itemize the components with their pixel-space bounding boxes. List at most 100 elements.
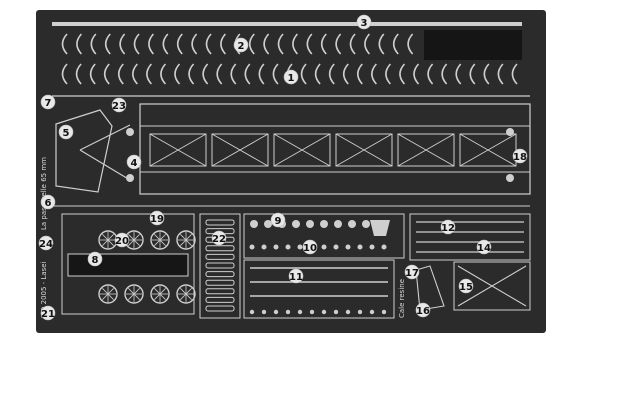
chevron-part (300, 63, 307, 85)
truss-cross (459, 133, 517, 167)
chevron-part (188, 63, 195, 85)
chevron-part (385, 63, 392, 85)
chevron-part (104, 33, 111, 55)
chevron-part (205, 33, 212, 55)
chevron-part (497, 63, 504, 85)
chevron-part (244, 63, 251, 85)
callout-9: 9 (270, 212, 286, 228)
dot-part (333, 309, 339, 315)
callout-2: 2 (233, 37, 249, 53)
rung (205, 288, 235, 295)
chevron-part (378, 33, 385, 55)
dot-part (297, 309, 303, 315)
callout-20: 20 (114, 232, 130, 248)
svg-text:23: 23 (112, 101, 126, 112)
chevron-part (314, 63, 321, 85)
dot-part (261, 309, 267, 315)
truss-panel (149, 133, 207, 167)
callout-10: 10 (302, 239, 318, 255)
chevron-part (511, 63, 518, 85)
block-lower-left (61, 213, 195, 315)
dot-part (261, 244, 267, 250)
chevron-part (272, 63, 279, 85)
callout-11: 11 (288, 268, 304, 284)
wheel-spoke (154, 234, 166, 246)
wheel (176, 284, 196, 304)
chevron-part (483, 63, 490, 85)
dot-part (321, 309, 327, 315)
dot-part (273, 309, 279, 315)
rung-parts (205, 219, 235, 312)
wheel-spoke (102, 288, 114, 300)
svg-text:4: 4 (131, 158, 138, 169)
chevron-part (61, 63, 68, 85)
gangway-frame (139, 103, 531, 195)
callout-8: 8 (87, 251, 103, 267)
dot-part (369, 244, 375, 250)
chevron-part (75, 63, 82, 85)
chevron-parts (61, 33, 518, 85)
svg-text:5: 5 (63, 128, 70, 139)
chevron-part (191, 33, 198, 55)
rod-parts (249, 267, 388, 315)
gangway-truss (126, 128, 517, 182)
truss-panel (211, 133, 269, 167)
rung (205, 245, 235, 252)
rung (205, 219, 235, 226)
chevron-part (277, 33, 284, 55)
callout-6: 6 (40, 194, 56, 210)
chevron-part (392, 33, 399, 55)
dot-part (381, 309, 387, 315)
dot-part (250, 220, 258, 228)
chevron-part (103, 63, 110, 85)
dot-part (348, 220, 356, 228)
callout-23: 23 (111, 97, 127, 113)
side-label-bottom: MD 2005 - Lasei (40, 261, 48, 318)
rod-parts-12-14 (416, 221, 524, 253)
wheel-spoke (180, 234, 192, 246)
truss-end (126, 174, 134, 182)
dot-part (333, 244, 339, 250)
svg-text:19: 19 (150, 214, 164, 225)
chevron-part (220, 33, 227, 55)
dot-part (297, 244, 303, 250)
dot-part (292, 220, 300, 228)
chevron-part (364, 33, 371, 55)
block-part-22 (199, 213, 241, 319)
wheel-spoke (154, 288, 166, 300)
svg-text:1: 1 (288, 73, 295, 84)
wheel (124, 284, 144, 304)
svg-text:8: 8 (92, 255, 99, 266)
truss-panel (273, 133, 331, 167)
block-dots (243, 213, 405, 259)
svg-text:2: 2 (238, 41, 245, 52)
callout-16: 16 (415, 302, 431, 318)
wheel (176, 230, 196, 250)
callout-17: 17 (404, 264, 420, 280)
wheel (150, 284, 170, 304)
svg-text:18: 18 (513, 152, 527, 163)
chevron-part (148, 33, 155, 55)
svg-text:21: 21 (41, 309, 55, 320)
dot-part (309, 309, 315, 315)
block-part-15 (453, 261, 531, 311)
wheel-spoke (180, 288, 192, 300)
truss-end (126, 128, 134, 136)
chevron-part (407, 33, 414, 55)
chevron-part (349, 33, 356, 55)
dot-part (381, 244, 387, 250)
dot-part (285, 309, 291, 315)
callout-5: 5 (58, 124, 74, 140)
dot-part (345, 309, 351, 315)
rung (205, 271, 235, 278)
svg-text:22: 22 (212, 234, 226, 245)
chevron-part (76, 33, 83, 55)
svg-text:12: 12 (441, 223, 455, 234)
truss-cross (335, 133, 393, 167)
part-5-shape (55, 109, 113, 193)
rail-part-3 (52, 22, 522, 26)
rung (205, 262, 235, 269)
rung (205, 305, 235, 312)
wheel-spoke (102, 234, 114, 246)
